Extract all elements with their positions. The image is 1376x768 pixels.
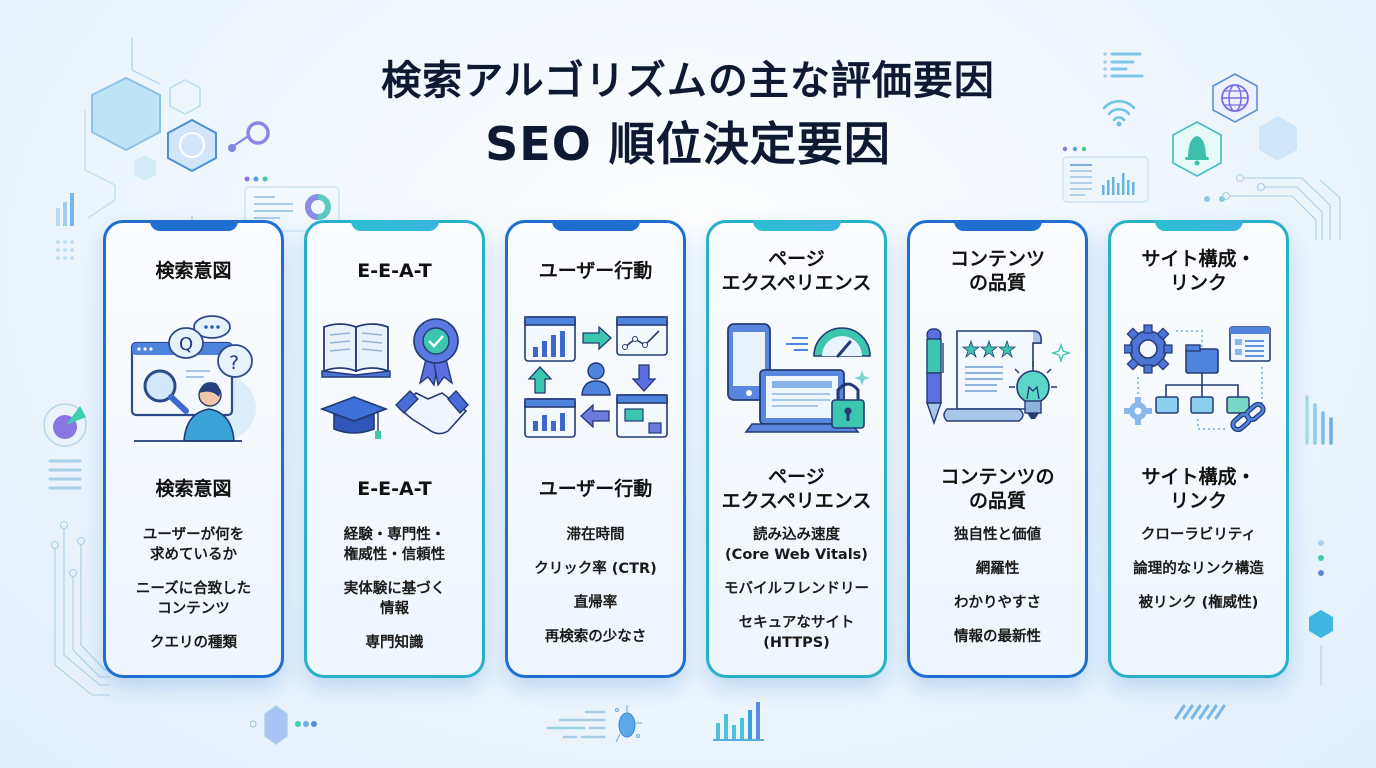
card-site-structure: サイト構成・ リンク — [1108, 220, 1289, 678]
card-title: E-E-A-T — [357, 260, 432, 282]
card-point: 読み込み速度 (Core Web Vitals) — [725, 527, 868, 563]
page-title: 検索アルゴリズムの主な評価要因 — [381, 58, 995, 104]
card-search-intent: 検索意図 Q ? 検索意図 — [103, 220, 284, 678]
card-notch — [1154, 220, 1243, 231]
card-point: 独自性と価値 — [954, 527, 1041, 543]
card-point: ニーズに合致した コンテンツ — [135, 581, 252, 617]
card-points: 経験・専門性・ 権威性・信頼性 実体験に基づく 情報 専門知識 — [307, 525, 482, 653]
card-points: 滞在時間 クリック率 (CTR) 直帰率 再検索の少なさ — [508, 525, 683, 647]
card-point: 論理的なリンク構造 — [1133, 561, 1264, 577]
user-behavior-flow-icon — [508, 303, 683, 453]
card-title: ユーザー行動 — [538, 260, 653, 282]
card-point: モバイルフレンドリー — [724, 581, 869, 597]
decor-left-side — [43, 403, 110, 696]
factor-cards: 検索意図 Q ? 検索意図 — [103, 220, 1289, 678]
title-block: 検索アルゴリズムの主な評価要因 SEO 順位決定要因 — [0, 52, 1376, 176]
decor-bar-mini-left — [56, 193, 74, 260]
document-icon — [942, 330, 1042, 422]
eeat-icons — [307, 303, 482, 453]
decor-top-right — [1062, 52, 1341, 240]
card-subtitle: コンテンツの の品質 — [940, 466, 1055, 512]
card-title: 検索意図 — [155, 260, 232, 282]
card-notch — [350, 220, 439, 231]
handshake-icon — [394, 389, 469, 435]
card-point: クローラビリティ — [1140, 527, 1257, 543]
card-points: ユーザーが何を 求めているか ニーズに合致した コンテンツ クエリの種類 — [106, 525, 281, 653]
card-notch — [149, 220, 238, 231]
content-quality-icon — [910, 303, 1085, 453]
pen-icon — [925, 328, 944, 426]
card-point: クエリの種類 — [150, 635, 237, 651]
card-point: 実体験に基づく 情報 — [343, 581, 446, 617]
card-point: 専門知識 — [365, 635, 424, 651]
card-point: 再検索の少なさ — [544, 629, 647, 645]
card-content-quality: コンテンツ の品質 — [907, 220, 1088, 678]
card-subtitle: サイト構成・ リンク — [1141, 466, 1256, 512]
graduation-cap-icon — [319, 396, 388, 439]
card-title: サイト構成・ リンク — [1141, 248, 1256, 294]
card-point: 網羅性 — [975, 561, 1020, 577]
gear-icon — [1123, 323, 1173, 374]
decor-bottom-strip — [250, 702, 764, 745]
card-notch — [752, 220, 841, 231]
card-subtitle: ページ エクスペリエンス — [721, 466, 872, 512]
svg-text:Q: Q — [179, 334, 193, 355]
lightbulb-icon — [1008, 361, 1057, 419]
card-points: 独自性と価値 網羅性 わかりやすさ 情報の最新性 — [910, 525, 1085, 647]
card-point: 情報の最新性 — [954, 629, 1041, 645]
card-point: わかりやすさ — [954, 595, 1041, 611]
card-notch — [953, 220, 1042, 231]
page-experience-icon — [709, 303, 884, 453]
card-points: クローラビリティ 論理的なリンク構造 被リンク (権威性) — [1111, 525, 1286, 613]
card-title: ページ エクスペリエンス — [721, 248, 872, 294]
card-subtitle: E-E-A-T — [357, 478, 432, 500]
card-subtitle: 検索意図 — [155, 478, 232, 500]
search-intent-icon: Q ? — [106, 303, 281, 453]
svg-text:?: ? — [229, 352, 239, 374]
open-book-icon — [320, 323, 391, 378]
decor-stripes-bottom-right — [1174, 704, 1226, 720]
card-notch — [551, 220, 640, 231]
card-subtitle: ユーザー行動 — [538, 478, 653, 500]
award-badge-icon — [412, 318, 459, 387]
site-structure-icon — [1111, 303, 1286, 453]
card-point: セキュアなサイト (HTTPS) — [738, 615, 855, 651]
card-user-behavior: ユーザー行動 — [505, 220, 686, 678]
card-point: クリック率 (CTR) — [534, 561, 657, 577]
card-point: 直帰率 — [573, 595, 618, 611]
card-page-experience: ページ エクスペリエンス ページ エクスペリエンス — [706, 220, 887, 678]
card-point: 経験・専門性・ 権威性・信頼性 — [343, 527, 446, 563]
card-title: コンテンツ の品質 — [949, 248, 1045, 294]
decor-right-side — [1305, 395, 1333, 685]
card-eeat: E-E-A-T — [304, 220, 485, 678]
card-points: 読み込み速度 (Core Web Vitals) モバイルフレンドリー セキュア… — [709, 525, 884, 653]
card-point: 滞在時間 — [566, 527, 625, 543]
page-subtitle: SEO 順位決定要因 — [485, 117, 891, 171]
card-point: 被リンク (権威性) — [1138, 595, 1259, 611]
card-point: ユーザーが何を 求めているか — [142, 527, 245, 563]
